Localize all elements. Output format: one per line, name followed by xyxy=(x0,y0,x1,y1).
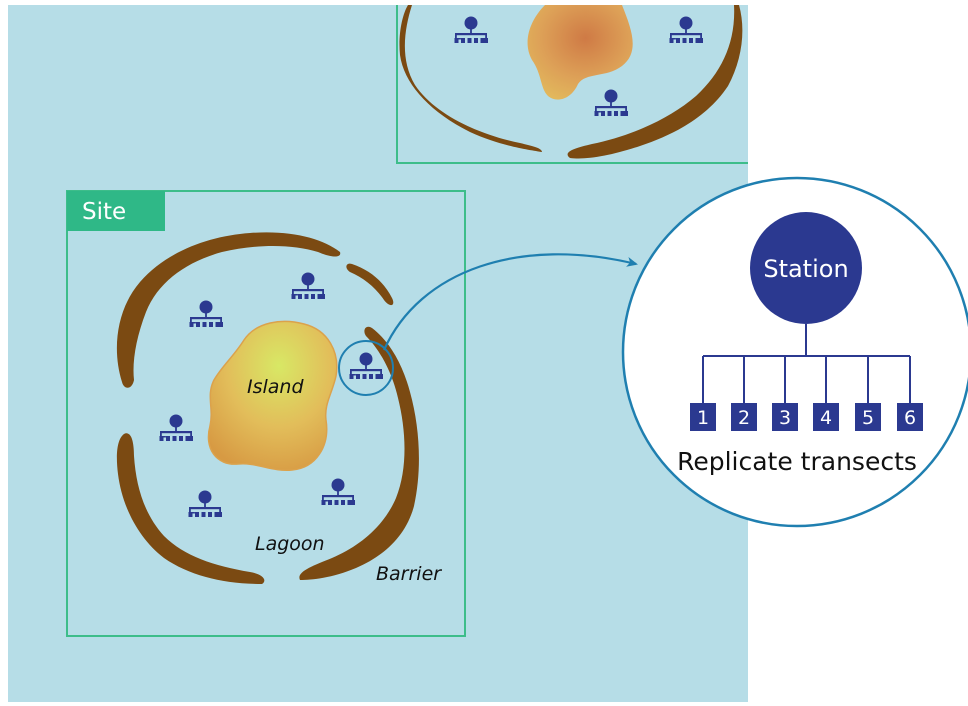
site-tag xyxy=(67,191,165,231)
transect-box: 5 xyxy=(855,403,881,431)
transect-box: 2 xyxy=(731,403,757,431)
site-label: Site xyxy=(82,199,126,225)
transect-number: 5 xyxy=(862,407,874,429)
transect-number: 2 xyxy=(738,407,750,429)
transect-tree-lines xyxy=(702,324,911,404)
transect-number: 6 xyxy=(904,407,916,429)
transect-box: 3 xyxy=(772,403,798,431)
transect-number: 4 xyxy=(820,407,832,429)
island-shape xyxy=(207,320,338,471)
station-detail-circle xyxy=(621,176,968,528)
reef-barrier-southwest xyxy=(116,433,265,584)
site: Site Island Lagoon Barrier xyxy=(66,190,466,637)
transect-number: 1 xyxy=(697,407,709,429)
transect-box: 4 xyxy=(813,403,839,431)
transect-box: 6 xyxy=(897,403,923,431)
barrier-label: Barrier xyxy=(376,563,442,585)
highlighted-station-ring xyxy=(338,340,394,396)
upper-reef-right xyxy=(567,5,743,159)
reef-barrier-north xyxy=(116,232,341,388)
lagoon-label: Lagoon xyxy=(255,533,325,555)
replicate-transects-label: Replicate transects xyxy=(677,447,917,476)
station-detail-callout: Station 1 2 3 4 5 xyxy=(621,176,968,528)
upper-site xyxy=(396,5,748,164)
upper-island xyxy=(527,5,633,100)
transect-box: 1 xyxy=(690,403,716,431)
transect-number: 3 xyxy=(779,407,791,429)
upper-site-border xyxy=(396,5,748,164)
reef-barrier-northeast xyxy=(346,263,394,306)
island-label: Island xyxy=(247,376,304,398)
site-border xyxy=(66,190,466,637)
station-node-label: Station xyxy=(763,255,848,283)
station-node xyxy=(750,212,862,324)
zoom-connector-arrow xyxy=(382,253,638,351)
reef-barrier-east xyxy=(299,326,419,580)
